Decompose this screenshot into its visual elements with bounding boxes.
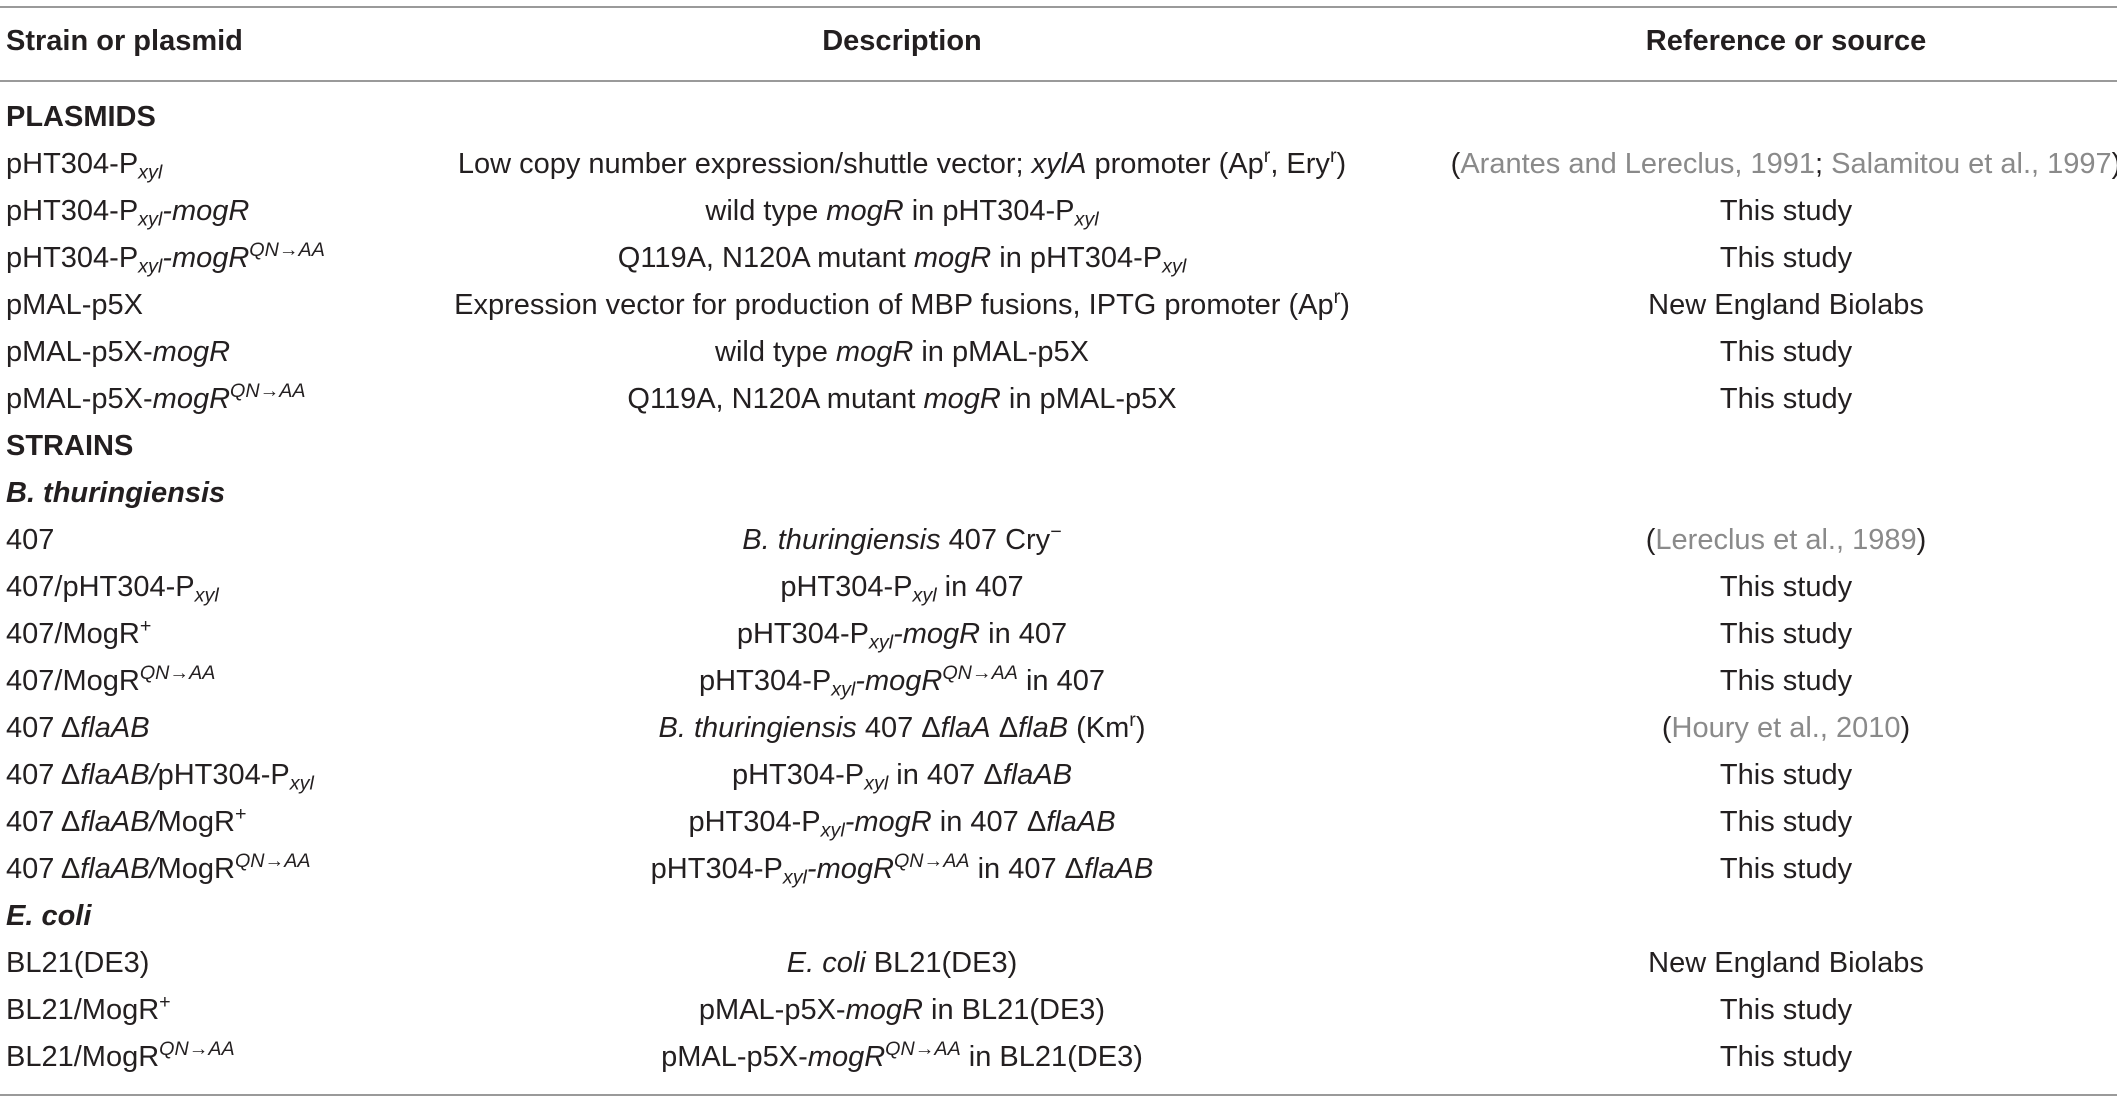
table-row: 407/pHT304-Pxyl pHT304-Pxyl in 407 This … bbox=[0, 564, 2117, 611]
reference: New England Biolabs bbox=[1648, 289, 1924, 321]
table-row: pMAL-p5X Expression vector for productio… bbox=[0, 282, 2117, 329]
strain-name: 407 ΔflaAB/MogRQN→AA bbox=[6, 850, 311, 885]
description: Q119A, N120A mutant mogR in pMAL-p5X bbox=[627, 383, 1177, 415]
description: pHT304-Pxyl-mogR in 407 ΔflaAB bbox=[688, 806, 1116, 842]
table-row: 407 ΔflaAB/MogR+ pHT304-Pxyl-mogR in 407… bbox=[0, 799, 2117, 846]
reference: (Lereclus et al., 1989) bbox=[1645, 524, 1927, 556]
strain-name: 407/MogR+ bbox=[6, 615, 152, 650]
description: pHT304-Pxyl-mogRQN→AA in 407 ΔflaAB bbox=[650, 850, 1154, 889]
description: pMAL-p5X-mogRQN→AA in BL21(DE3) bbox=[661, 1038, 1143, 1073]
description: B. thuringiensis 407 ΔflaA ΔflaB (Kmr) bbox=[658, 709, 1146, 744]
table-row: pMAL-p5X-mogR wild type mogR in pMAL-p5X… bbox=[0, 329, 2117, 376]
header-description: Description bbox=[822, 25, 982, 57]
group-label: E. coli bbox=[6, 900, 92, 932]
reference: This study bbox=[1719, 994, 1853, 1026]
reference: This study bbox=[1719, 571, 1853, 603]
table-row: 407 ΔflaAB/MogRQN→AA pHT304-Pxyl-mogRQN→… bbox=[0, 846, 2117, 893]
table-row: pHT304-Pxyl Low copy number expression/s… bbox=[0, 141, 2117, 188]
table-row: BL21/MogRQN→AA pMAL-p5X-mogRQN→AA in BL2… bbox=[0, 1034, 2117, 1081]
reference: This study bbox=[1719, 195, 1853, 227]
description: E. coli BL21(DE3) bbox=[786, 947, 1018, 979]
header-strain-or-plasmid: Strain or plasmid bbox=[6, 25, 243, 57]
strain-name: 407 ΔflaAB/pHT304-Pxyl bbox=[6, 759, 314, 795]
strain-name: pHT304-Pxyl-mogR bbox=[6, 195, 250, 231]
reference: This study bbox=[1719, 618, 1853, 650]
reference: (Houry et al., 2010) bbox=[1661, 712, 1911, 744]
section-label: PLASMIDS bbox=[6, 101, 156, 133]
section-plasmids: PLASMIDS bbox=[0, 94, 2117, 141]
citation-link[interactable]: Houry et al., 2010 bbox=[1671, 712, 1901, 744]
table-row: 407 ΔflaAB/pHT304-Pxyl pHT304-Pxyl in 40… bbox=[0, 752, 2117, 799]
group-e-coli: E. coli bbox=[0, 893, 2117, 940]
strain-name: BL21(DE3) bbox=[6, 947, 150, 979]
description: pHT304-Pxyl-mogR in 407 bbox=[736, 618, 1068, 654]
table-row: 407 B. thuringiensis 407 Cry− (Lereclus … bbox=[0, 517, 2117, 564]
table-row: pHT304-Pxyl-mogR wild type mogR in pHT30… bbox=[0, 188, 2117, 235]
reference: This study bbox=[1719, 383, 1853, 415]
strain-name: pMAL-p5X bbox=[6, 289, 144, 321]
section-label: STRAINS bbox=[6, 430, 134, 462]
citation-link[interactable]: Arantes and Lereclus, 1991 bbox=[1460, 148, 1816, 180]
strain-name: 407/MogRQN→AA bbox=[6, 662, 216, 697]
table-row: 407 ΔflaAB B. thuringiensis 407 ΔflaA Δf… bbox=[0, 705, 2117, 752]
strain-name: 407 ΔflaAB bbox=[6, 712, 150, 744]
table-row: pMAL-p5X-mogRQN→AA Q119A, N120A mutant m… bbox=[0, 376, 2117, 423]
description: wild type mogR in pHT304-Pxyl bbox=[705, 195, 1099, 231]
reference: This study bbox=[1719, 1041, 1853, 1073]
table-row: pHT304-Pxyl-mogRQN→AA Q119A, N120A mutan… bbox=[0, 235, 2117, 282]
reference: This study bbox=[1719, 242, 1853, 274]
citation-link[interactable]: Salamitou et al., 1997 bbox=[1831, 148, 2112, 180]
strain-name: pMAL-p5X-mogR bbox=[6, 336, 231, 368]
table-row: 407/MogR+ pHT304-Pxyl-mogR in 407 This s… bbox=[0, 611, 2117, 658]
citation-link[interactable]: Lereclus et al., 1989 bbox=[1655, 524, 1917, 556]
reference: This study bbox=[1719, 806, 1853, 838]
table-bottom-rule bbox=[0, 1094, 2117, 1096]
description: B. thuringiensis 407 Cry− bbox=[742, 521, 1062, 556]
section-strains: STRAINS bbox=[0, 423, 2117, 470]
description: pHT304-Pxyl in 407 bbox=[780, 571, 1024, 607]
table-row: BL21/MogR+ pMAL-p5X-mogR in BL21(DE3) Th… bbox=[0, 987, 2117, 1034]
description: Q119A, N120A mutant mogR in pHT304-Pxyl bbox=[617, 242, 1187, 278]
description: Expression vector for production of MBP … bbox=[454, 286, 1350, 321]
table-row: BL21(DE3) E. coli BL21(DE3) New England … bbox=[0, 940, 2117, 987]
strain-name: pMAL-p5X-mogRQN→AA bbox=[6, 380, 306, 415]
reference: This study bbox=[1719, 665, 1853, 697]
reference: This study bbox=[1719, 853, 1853, 885]
reference: This study bbox=[1719, 759, 1853, 791]
description: pHT304-Pxyl-mogRQN→AA in 407 bbox=[699, 662, 1105, 701]
strain-name: BL21/MogR+ bbox=[6, 991, 171, 1026]
reference: (Arantes and Lereclus, 1991; Salamitou e… bbox=[1450, 148, 2117, 180]
strain-name: BL21/MogRQN→AA bbox=[6, 1038, 235, 1073]
strain-name: 407 ΔflaAB/MogR+ bbox=[6, 803, 247, 838]
strain-name: pHT304-Pxyl-mogRQN→AA bbox=[6, 239, 325, 278]
reference: This study bbox=[1719, 336, 1853, 368]
description: pMAL-p5X-mogR in BL21(DE3) bbox=[698, 994, 1106, 1026]
reference: New England Biolabs bbox=[1648, 947, 1924, 979]
header-reference-or-source: Reference or source bbox=[1645, 25, 1927, 57]
group-label: B. thuringiensis bbox=[6, 477, 226, 509]
strain-name: 407/pHT304-Pxyl bbox=[6, 571, 219, 607]
table-top-rule bbox=[0, 6, 2117, 8]
strain-name: pHT304-Pxyl bbox=[6, 148, 163, 184]
group-b-thuringiensis: B. thuringiensis bbox=[0, 470, 2117, 517]
strain-name: 407 bbox=[6, 524, 55, 556]
description: wild type mogR in pMAL-p5X bbox=[715, 336, 1089, 368]
description: Low copy number expression/shuttle vecto… bbox=[457, 145, 1347, 180]
table-header-row: Strain or plasmid Description Reference … bbox=[0, 18, 2117, 65]
description: pHT304-Pxyl in 407 ΔflaAB bbox=[731, 759, 1073, 795]
table-header-rule bbox=[0, 80, 2117, 82]
table-row: 407/MogRQN→AA pHT304-Pxyl-mogRQN→AA in 4… bbox=[0, 658, 2117, 705]
